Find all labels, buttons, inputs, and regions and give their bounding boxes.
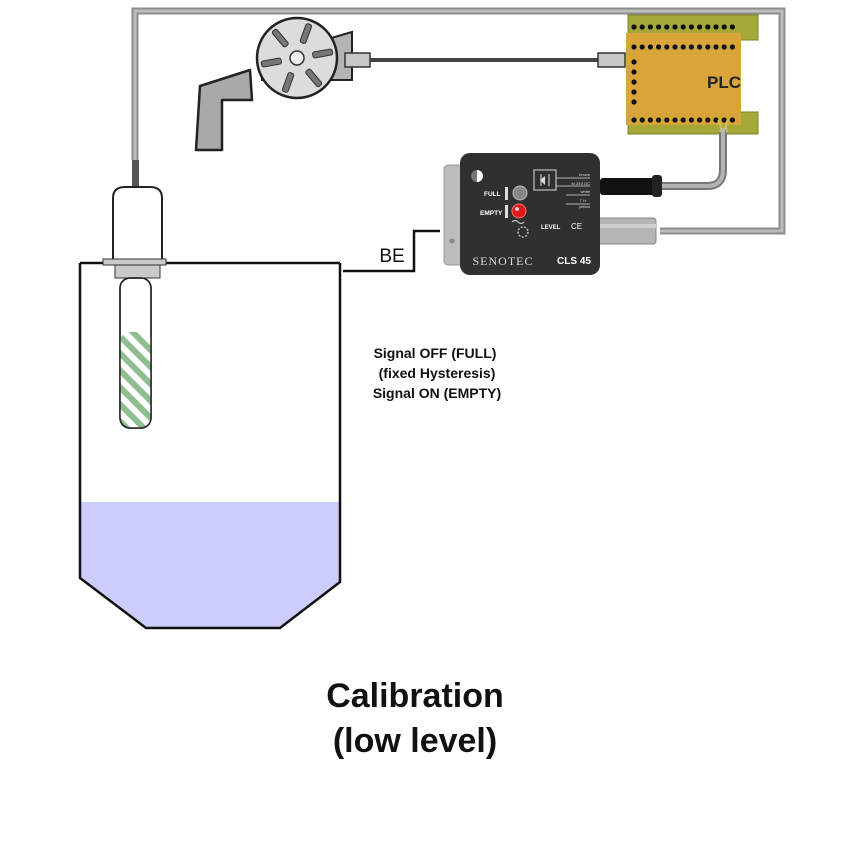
plc-terminal-dot — [631, 117, 637, 123]
plc-terminal-dot — [705, 117, 711, 123]
be-wire: BE — [343, 229, 440, 273]
plc-terminal-dot — [697, 117, 703, 123]
empty-label: EMPTY — [480, 210, 503, 217]
plc-terminal-dot — [631, 69, 637, 75]
pump-control-line — [370, 52, 626, 68]
plc-signal-cable — [600, 119, 729, 197]
plc-terminals-bottom — [631, 117, 736, 123]
plc-unit: PLC — [626, 14, 759, 135]
plc-terminal-dot — [664, 117, 670, 123]
plc-terminal-dot — [631, 59, 637, 65]
plc-terminal-dot — [680, 44, 686, 50]
plc-terminal-dot — [697, 44, 703, 50]
plc-terminal-dot — [639, 117, 645, 123]
plc-terminals-left — [631, 59, 637, 105]
level-probe — [102, 160, 167, 429]
plc-terminal-dot — [664, 44, 670, 50]
signal-off-text: Signal OFF (FULL) — [374, 345, 497, 361]
plc-terminal-dot — [631, 44, 637, 50]
plc-terminal-dot — [631, 24, 637, 30]
plc-terminal-dot — [713, 24, 719, 30]
caption-subtitle: (low level) — [333, 722, 497, 760]
tank — [78, 261, 342, 630]
plc-terminal-dot — [656, 24, 662, 30]
plc-terminals-top — [631, 24, 736, 50]
plc-terminal-dot — [688, 44, 695, 50]
plc-terminal-dot — [639, 24, 645, 30]
plc-terminal-dot — [672, 24, 678, 30]
terminal-label-5: yellow — [579, 204, 590, 209]
plc-terminal-dot — [656, 117, 662, 123]
level-adjust-knob — [517, 226, 529, 238]
hysteresis-text: (fixed Hysteresis) — [379, 365, 496, 381]
plc-terminal-dot — [631, 99, 637, 105]
plc-terminal-dot — [729, 117, 736, 123]
brand-logo: SENOTEC — [473, 254, 534, 268]
plc-terminal-dot — [729, 44, 736, 50]
level-label: LEVEL — [541, 225, 561, 231]
plc-terminal-dot — [705, 44, 711, 50]
plc-terminal-dot — [647, 44, 654, 50]
signal-description: Signal OFF (FULL) (fixed Hysteresis) Sig… — [373, 345, 501, 401]
empty-indicator-led — [511, 203, 527, 219]
pump-impeller — [260, 23, 334, 93]
terminal-label-4: T H — [580, 198, 586, 203]
plc-terminal-dot — [729, 24, 736, 30]
terminal-label-1: brown — [579, 172, 590, 177]
caption: Calibration (low level) — [326, 677, 504, 760]
full-label: FULL — [484, 191, 501, 198]
plc-terminal-dot — [697, 24, 703, 30]
plc-terminal-dot — [713, 44, 719, 50]
signal-on-text: Signal ON (EMPTY) — [373, 385, 501, 401]
plc-terminal-dot — [631, 79, 637, 85]
plc-terminal-dot — [688, 24, 695, 30]
plc-terminal-dot — [721, 44, 727, 50]
pump — [194, 16, 371, 152]
caption-title: Calibration — [326, 677, 504, 715]
plc-terminal-dot — [680, 24, 686, 30]
plc-terminal-dot — [713, 117, 719, 123]
plc-terminal-dot — [672, 117, 678, 123]
model-label: CLS 45 — [557, 256, 591, 267]
ce-mark: CE — [571, 222, 582, 231]
tank-liquid — [80, 502, 340, 628]
plc-terminal-dot — [672, 44, 678, 50]
full-indicator-led — [512, 185, 528, 201]
plc-terminal-dot — [631, 89, 637, 95]
terminal-label-3: white — [581, 189, 591, 194]
cls45-controller: brown M 24V DC white T H yellow FULL EMP… — [443, 153, 657, 275]
plc-terminal-dot — [656, 44, 662, 50]
plc-terminal-dot — [721, 24, 727, 30]
probe-sensing-element — [120, 332, 151, 428]
terminal-label-2: M 24V DC — [572, 181, 591, 186]
plc-terminal-dot — [664, 24, 670, 30]
plc-terminal-dot — [688, 117, 695, 123]
sensor-cable — [131, 7, 786, 235]
plc-terminal-dot — [647, 117, 654, 123]
plc-label: PLC — [707, 73, 741, 92]
plc-terminal-dot — [705, 24, 711, 30]
terminal-diagram: brown M 24V DC white T H yellow — [556, 172, 591, 209]
plc-terminal-dot — [639, 44, 645, 50]
plc-terminal-dot — [647, 24, 654, 30]
plc-terminal-dot — [721, 117, 727, 123]
plc-terminal-dot — [680, 117, 686, 123]
be-wire-label: BE — [379, 246, 404, 267]
